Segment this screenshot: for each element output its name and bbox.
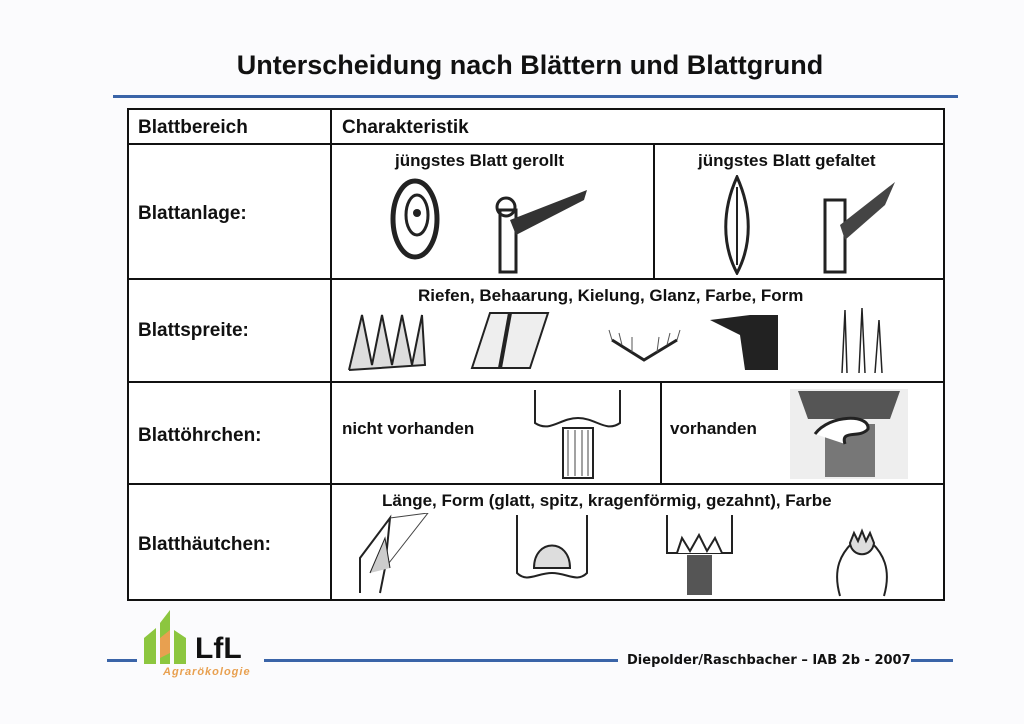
hairy-leaf-illustration: [608, 329, 681, 362]
lfl-logo-icon: [144, 610, 186, 664]
caption-blade: Riefen, Behaarung, Kielung, Glanz, Farbe…: [418, 286, 804, 305]
folded-shoot-illustration: [823, 182, 895, 274]
collar-ligule-illustration: [666, 515, 733, 595]
footer-line-right: [911, 659, 953, 662]
title-divider: [113, 95, 958, 98]
caption-no-auricles: nicht vorhanden: [342, 419, 475, 438]
header-cell-characteristic: Charakteristik: [330, 108, 945, 145]
row-label-cell: Blatthäutchen:: [127, 483, 332, 601]
footer-line-left: [107, 659, 137, 662]
logo-text: LfL: [195, 632, 242, 665]
row-label: Blatthäutchen:: [138, 534, 271, 555]
ridged-leaf-illustration: [348, 314, 427, 371]
folded-leaf-section-illustration: [724, 175, 750, 275]
glossy-leaf-illustration: [710, 315, 778, 370]
no-auricle-illustration: [534, 390, 621, 479]
page-title: Unterscheidung nach Blättern und Blattgr…: [236, 50, 824, 80]
keeled-leaf-illustration: [470, 312, 550, 369]
header-blattbereich: Blattbereich: [138, 117, 248, 138]
blade-cell: Riefen, Behaarung, Kielung, Glanz, Farbe…: [330, 278, 945, 383]
header-charakteristik: Charakteristik: [342, 117, 469, 138]
row-label: Blattöhrchen:: [138, 425, 262, 446]
caption-folded: jüngstes Blatt gefaltet: [698, 151, 876, 170]
logo-subtitle: Agrarökologie: [163, 666, 251, 678]
no-auricles-cell: nicht vorhanden: [330, 381, 662, 485]
ligule-cell: Länge, Form (glatt, spitz, kragenförmig,…: [330, 483, 945, 601]
toothed-ligule-illustration: [836, 528, 888, 597]
caption-ligule: Länge, Form (glatt, spitz, kragenförmig,…: [382, 491, 832, 510]
row-label-cell: Blattöhrchen:: [127, 381, 332, 485]
footer-line-middle: [264, 659, 618, 662]
row-label: Blattspreite:: [138, 320, 249, 341]
caption-auricles: vorhanden: [670, 419, 757, 438]
caption-rolled: jüngstes Blatt gerollt: [395, 151, 565, 170]
row-label-cell: Blattspreite:: [127, 278, 332, 383]
row-label: Blattanlage:: [138, 203, 247, 224]
row-label-cell: Blattanlage:: [127, 143, 332, 280]
rolled-shoot-illustration: [495, 190, 587, 274]
rolled-cell: jüngstes Blatt gerollt: [330, 143, 655, 280]
pointed-ligule-illustration: [359, 513, 429, 594]
folded-cell: jüngstes Blatt gefaltet: [653, 143, 945, 280]
leaf-shape-illustration: [841, 307, 883, 374]
auricles-cell: vorhanden: [660, 381, 945, 485]
footer-credit: Diepolder/Raschbacher – IAB 2b - 2007: [627, 653, 911, 668]
smooth-ligule-illustration: [516, 515, 588, 579]
auricle-illustration: [790, 389, 908, 479]
rolled-leaf-section-illustration: [390, 178, 440, 260]
header-cell-area: Blattbereich: [127, 108, 332, 145]
